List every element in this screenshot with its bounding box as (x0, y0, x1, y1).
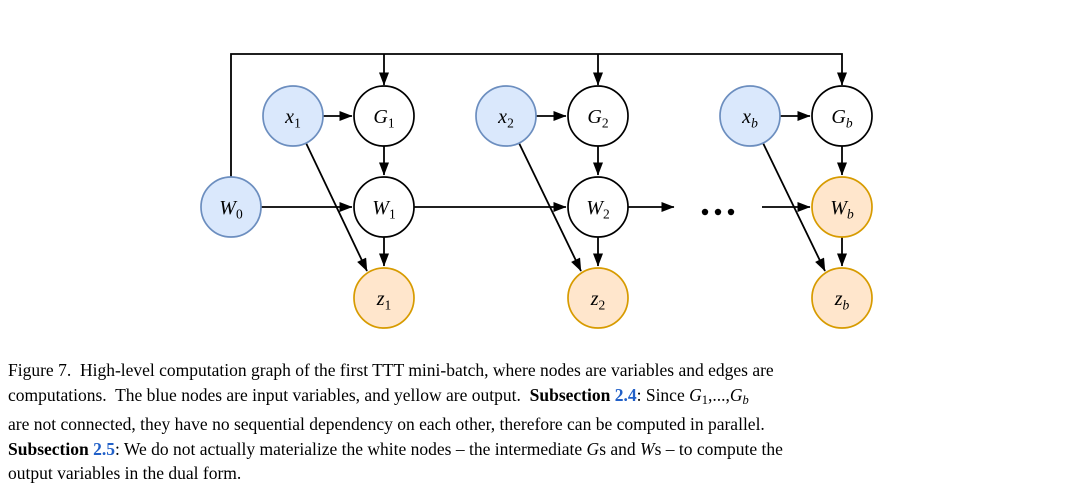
caption-text: ,..., (707, 384, 730, 405)
caption-text: are not connected, they have no sequenti… (8, 414, 765, 435)
node-circle-G2 (567, 85, 629, 147)
caption-line: Subsection 2.5: We do not actually mater… (8, 437, 1078, 462)
node-x2: x2 (475, 85, 537, 147)
subsection-link[interactable]: 2.5 (93, 438, 115, 459)
caption-line: Figure 7. High-level computation graph o… (8, 358, 1078, 383)
node-circle-Gb (811, 85, 873, 147)
node-circle-W2 (567, 176, 629, 238)
node-Gb: Gb (811, 85, 873, 147)
ellipsis-dot (727, 208, 735, 216)
ellipsis (701, 208, 735, 216)
ellipsis-dot (701, 208, 709, 216)
node-circle-W1 (353, 176, 415, 238)
caption-text: Figure 7. High-level computation graph o… (8, 360, 774, 380)
ellipsis-dot (714, 208, 722, 216)
node-z1: z1 (353, 267, 415, 329)
node-circle-G1 (353, 85, 415, 147)
caption-line: are not connected, they have no sequenti… (8, 412, 1078, 437)
caption-line: computations. The blue nodes are input v… (8, 383, 1078, 413)
figure-caption: Figure 7. High-level computation graph o… (8, 358, 1078, 486)
caption-text: s – to compute the (654, 438, 783, 459)
edge-x1-to-z1 (305, 142, 368, 272)
node-circle-xb (719, 85, 781, 147)
node-circle-W0 (200, 176, 262, 238)
node-zb: zb (811, 267, 873, 329)
caption-text: computations. The blue nodes are input v… (8, 384, 530, 405)
node-W2: W2 (567, 176, 629, 238)
caption-text: Subsection (529, 384, 615, 405)
caption-text: G (689, 384, 702, 405)
caption-text: G (729, 384, 743, 405)
node-Wb: Wb (811, 176, 873, 238)
node-z2: z2 (567, 267, 629, 329)
caption-text: s and (599, 438, 641, 459)
node-W1: W1 (353, 176, 415, 238)
caption-text: Subsection (8, 438, 94, 459)
caption-text: G (586, 438, 600, 459)
edges-layer (230, 53, 847, 272)
edge-x2-to-z2 (518, 142, 582, 272)
caption-text: 1 (701, 392, 708, 407)
edge-xb-to-zb (762, 142, 826, 272)
node-G1: G1 (353, 85, 415, 147)
node-G2: G2 (567, 85, 629, 147)
node-circle-z1 (353, 267, 415, 329)
node-xb: xb (719, 85, 781, 147)
caption-line: output variables in the dual form. (8, 461, 1078, 486)
node-circle-z2 (567, 267, 629, 329)
node-circle-x2 (475, 85, 537, 147)
edge-w0-rail-to-gb (230, 53, 847, 177)
caption-text: output variables in the dual form. (8, 463, 242, 484)
node-circle-Wb (811, 176, 873, 238)
caption-text: : We do not actually materialize the whi… (114, 438, 587, 459)
caption-text: b (742, 392, 749, 407)
node-x1: x1 (262, 85, 324, 147)
subsection-link[interactable]: 2.4 (614, 384, 637, 405)
node-W0: W0 (200, 176, 262, 238)
node-circle-zb (811, 267, 873, 329)
node-circle-x1 (262, 85, 324, 147)
caption-text: : Since (636, 384, 690, 405)
caption-text: W (640, 438, 655, 459)
